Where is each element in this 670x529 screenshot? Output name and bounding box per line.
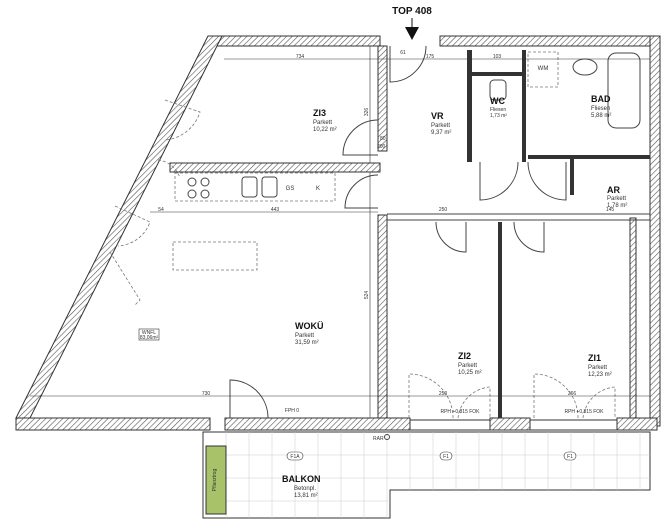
doors xyxy=(109,45,616,419)
room-wc: WC Fliesen 1,73 m² xyxy=(490,96,507,119)
svg-text:200: 200 xyxy=(377,144,386,150)
svg-text:F1: F1 xyxy=(443,454,449,460)
fridge-label: K xyxy=(316,186,320,192)
kitchen-counter: GS K xyxy=(174,172,336,202)
svg-text:WOKÜ: WOKÜ xyxy=(295,321,324,331)
svg-text:VR: VR xyxy=(431,111,444,121)
balcony: Pflanztrog BALKON Betonpl. 13,81 m² RAR xyxy=(202,431,651,519)
svg-text:Betonpl.: Betonpl. xyxy=(294,486,316,492)
svg-text:13,81 m²: 13,81 m² xyxy=(294,493,318,499)
entrance-arrow-icon xyxy=(405,27,419,40)
svg-text:31,59 m²: 31,59 m² xyxy=(295,340,319,346)
svg-text:250: 250 xyxy=(439,391,448,397)
svg-text:61: 61 xyxy=(400,50,406,56)
bathroom-fixtures: WM xyxy=(489,51,641,129)
svg-text:Parkett: Parkett xyxy=(458,363,477,369)
svg-text:326: 326 xyxy=(364,108,370,117)
exterior-walls xyxy=(15,35,661,431)
svg-text:10,22 m²: 10,22 m² xyxy=(313,127,337,133)
svg-text:Parkett: Parkett xyxy=(431,123,450,129)
planter xyxy=(205,445,227,515)
svg-text:BALKON: BALKON xyxy=(282,474,321,484)
svg-text:730: 730 xyxy=(202,391,211,397)
interior-walls xyxy=(169,45,650,419)
svg-text:443: 443 xyxy=(271,207,280,213)
room-zi3: ZI3 Parkett 10,22 m² xyxy=(313,108,337,133)
washing-machine-label: WM xyxy=(538,66,549,72)
dimensions: 734 175 61 103 443 54 250 145 730 250 26… xyxy=(30,46,650,418)
svg-text:83,06m²: 83,06m² xyxy=(140,335,159,341)
sill-rph-zi2: RPH +0,815 FOK xyxy=(440,409,480,415)
svg-text:Parkett: Parkett xyxy=(588,365,607,371)
dining-table xyxy=(172,241,258,271)
svg-text:9,37 m²: 9,37 m² xyxy=(431,130,451,136)
dishwasher-label: GS xyxy=(286,186,295,192)
room-zi2: ZI2 Parkett 10,25 m² xyxy=(458,351,482,376)
room-vr: VR Parkett 9,37 m² xyxy=(431,111,451,136)
svg-text:103: 103 xyxy=(493,54,502,60)
svg-text:F1A: F1A xyxy=(290,454,300,460)
svg-text:250: 250 xyxy=(439,207,448,213)
svg-text:12,23 m²: 12,23 m² xyxy=(588,372,612,378)
svg-text:ZI3: ZI3 xyxy=(313,108,326,118)
svg-text:Fliesen: Fliesen xyxy=(591,106,610,112)
rar-label: RAR xyxy=(373,436,384,442)
svg-text:5,88 m²: 5,88 m² xyxy=(591,113,611,119)
room-ar: AR Parkett 1,78 m² xyxy=(607,185,627,209)
sill-fph: FPH 0 xyxy=(285,408,299,414)
svg-text:80: 80 xyxy=(380,136,386,142)
svg-text:Parkett: Parkett xyxy=(295,333,314,339)
svg-text:1,73 m²: 1,73 m² xyxy=(490,113,507,119)
svg-text:Parkett: Parkett xyxy=(313,120,332,126)
svg-text:Pflanztrog: Pflanztrog xyxy=(212,469,218,492)
svg-text:Parkett: Parkett xyxy=(607,196,626,202)
window-tags: F1A F1 F1 xyxy=(286,451,577,461)
svg-text:266: 266 xyxy=(568,391,577,397)
svg-text:F1: F1 xyxy=(567,454,573,460)
svg-text:Fliesen: Fliesen xyxy=(490,107,506,113)
svg-text:1,78 m²: 1,78 m² xyxy=(607,203,627,209)
svg-text:BAD: BAD xyxy=(591,94,611,104)
svg-text:54: 54 xyxy=(158,207,164,213)
svg-text:175: 175 xyxy=(426,54,435,60)
room-bad: BAD Fliesen 5,88 m² xyxy=(591,94,611,119)
unit-title: TOP 408 xyxy=(392,6,432,17)
svg-text:WC: WC xyxy=(490,96,505,106)
svg-text:10,25 m²: 10,25 m² xyxy=(458,370,482,376)
svg-text:ZI2: ZI2 xyxy=(458,351,471,361)
svg-text:524: 524 xyxy=(364,291,370,300)
svg-text:ZI1: ZI1 xyxy=(588,353,601,363)
svg-text:145: 145 xyxy=(606,207,615,213)
svg-text:WNFL: WNFL xyxy=(142,330,156,336)
room-woku: WOKÜ Parkett 31,59 m² xyxy=(295,321,324,346)
room-zi1: ZI1 Parkett 12,23 m² xyxy=(588,353,612,378)
wnfl-box: WNFL 83,06m² xyxy=(138,328,160,341)
svg-text:734: 734 xyxy=(296,54,305,60)
sill-rph-zi1: RPH +0,815 FOK xyxy=(564,409,604,415)
svg-text:AR: AR xyxy=(607,185,620,195)
